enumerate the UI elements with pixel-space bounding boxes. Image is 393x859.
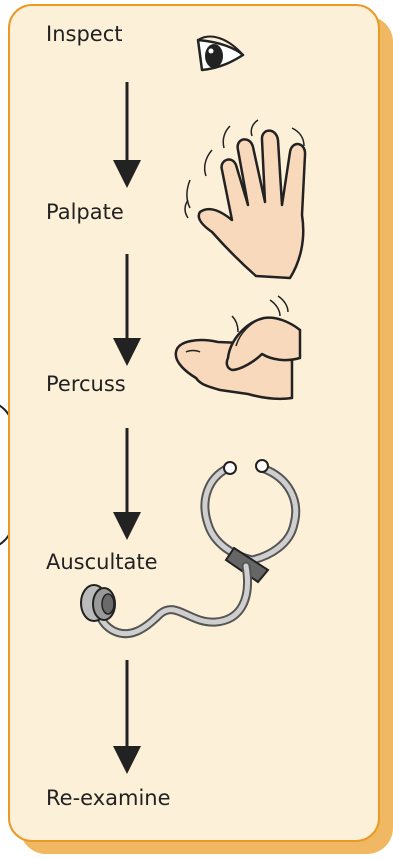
arrow-palpate-to-percuss [113, 254, 141, 366]
stethoscope-icon [81, 460, 296, 634]
percussing-fingers-icon [176, 296, 300, 399]
eye-icon [198, 36, 243, 70]
arrow-auscultate-to-re-examine [113, 660, 141, 774]
arrow-inspect-to-palpate [113, 82, 141, 188]
arrow-percuss-to-auscultate [113, 428, 141, 540]
hand-icon [185, 120, 305, 278]
